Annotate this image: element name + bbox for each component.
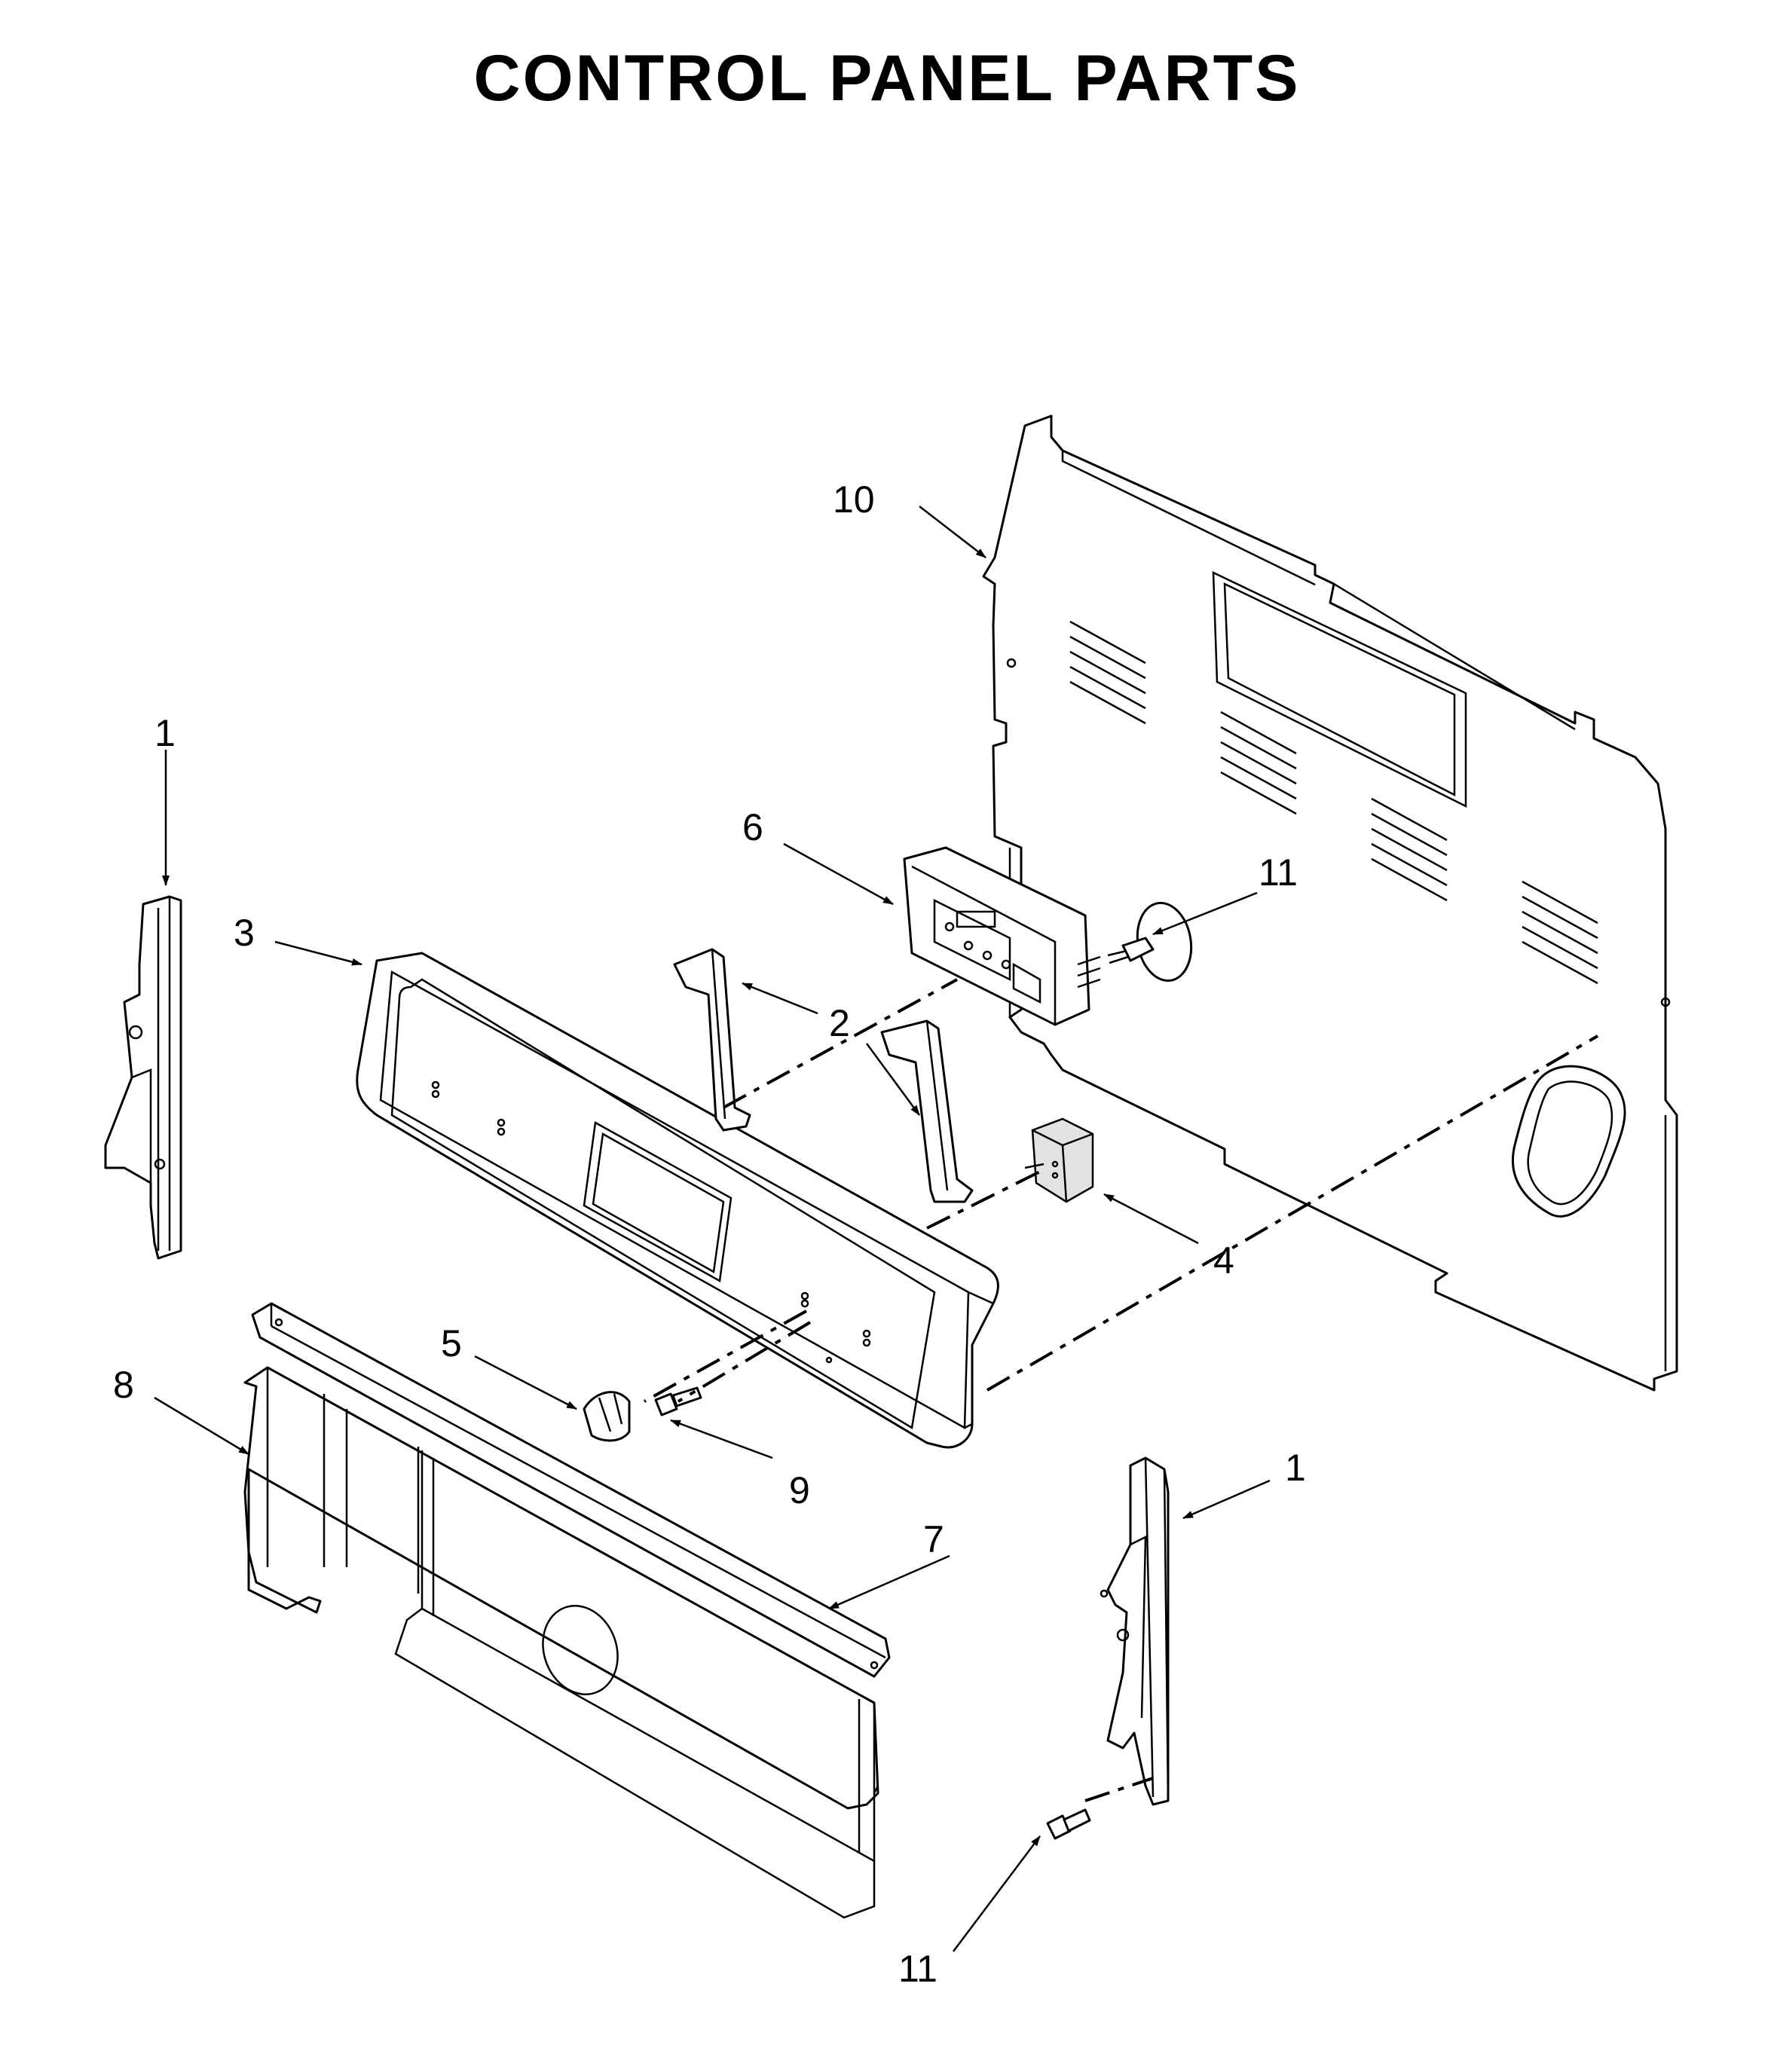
lower-panel	[243, 1366, 879, 1919]
vent-slots-1	[1069, 620, 1598, 985]
callout-6: 6	[742, 806, 763, 848]
control-panel	[356, 952, 999, 1449]
rear-panel	[982, 414, 1678, 1392]
callout-11-top: 11	[1259, 851, 1298, 894]
callout-9: 9	[789, 1469, 810, 1511]
leader-lines	[154, 506, 1271, 1952]
screw-top	[1107, 901, 1193, 983]
panel-bracket-upper	[673, 948, 751, 1132]
callout-2: 2	[829, 1002, 850, 1044]
front-trim	[251, 1302, 891, 1678]
end-cap-bracket-right	[1100, 1456, 1170, 1806]
page-title: CONTROL PANEL PARTS	[473, 42, 1301, 115]
assembly-lines	[644, 978, 1599, 1802]
end-cap-bracket-left	[104, 895, 182, 1260]
relay-box	[1024, 1117, 1094, 1203]
callout-10: 10	[833, 478, 875, 521]
callout-1-right: 1	[1285, 1447, 1306, 1489]
screw-bottom	[1046, 1808, 1091, 1840]
callout-5: 5	[441, 1322, 462, 1365]
callout-8: 8	[113, 1364, 134, 1406]
callout-11-bottom: 11	[898, 1948, 937, 1990]
callout-labels: 10 1 3 6 11 2 4 5 8 9 7 1 11	[113, 478, 1306, 1990]
control-knob	[583, 1391, 631, 1442]
callout-3: 3	[234, 912, 255, 954]
panel-bracket-lower	[880, 1019, 974, 1203]
callout-7: 7	[923, 1518, 944, 1560]
callout-1-left: 1	[154, 712, 176, 754]
control-board	[903, 846, 1101, 1026]
callout-4: 4	[1213, 1239, 1234, 1282]
